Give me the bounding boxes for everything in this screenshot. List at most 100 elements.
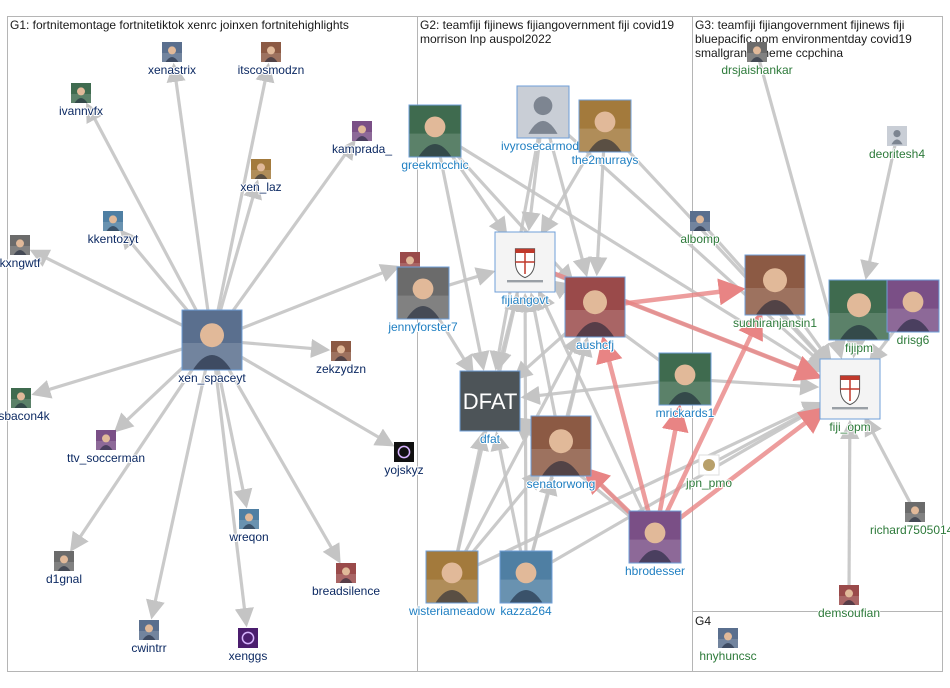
- edge-xen_spaceyt-ivannvfx: [86, 102, 200, 315]
- node-frame: [408, 104, 462, 158]
- edge-jennyforster7-dfat: [435, 314, 474, 375]
- node-hnyhuncsc[interactable]: hnyhuncsc: [698, 628, 758, 664]
- avatar-gamer-icon: [10, 235, 30, 255]
- node-label: deoritesh4: [869, 147, 925, 161]
- node-frame: [530, 415, 592, 477]
- edge-richard75050149-fiji_opm: [864, 416, 912, 504]
- avatar-portrait-icon: [887, 280, 939, 332]
- node-ttv_soccerman[interactable]: ttv_soccerman: [66, 430, 146, 466]
- avatar-photo-icon: [905, 502, 925, 522]
- strong-edge-hbrodesser-mrickards1: [657, 404, 689, 512]
- node-yojskyz[interactable]: yojskyz: [383, 442, 425, 478]
- edge-greekmcchic-dfat: [438, 156, 490, 371]
- edge-greekmcchic-fijiangovt: [448, 151, 508, 237]
- node-d1gnal[interactable]: d1gnal: [45, 551, 83, 587]
- node-xenggs[interactable]: xenggs: [228, 628, 268, 664]
- edge-wisteriameadow-aushcfj: [462, 334, 581, 555]
- avatar-logo-icon: [394, 442, 414, 462]
- edge-the2murrays-fiji_opm: [621, 143, 830, 367]
- edge-demsoufian-fiji_opm: [840, 419, 860, 586]
- edge-ivyrosecarmody-fiji_opm: [561, 128, 828, 369]
- avatar-gamer-icon: [103, 211, 123, 231]
- avatar-gamer-icon: [54, 551, 74, 571]
- node-kxngwtf[interactable]: kxngwtf: [0, 235, 42, 271]
- node-demsoufian[interactable]: demsoufian: [817, 585, 881, 621]
- avatar-gamer-icon: [336, 563, 356, 583]
- node-label: wisteriameadow: [408, 604, 495, 618]
- edge-xen_spaceyt-kamprada_: [228, 139, 356, 317]
- node-ivannvfx[interactable]: ivannvfx: [58, 83, 104, 119]
- avatar-gamer-icon: [71, 83, 91, 103]
- node-layer: xenastrix itscosmodzn ivannvfx kamprada_xen…: [0, 42, 950, 664]
- node-label: the2murrays: [572, 153, 639, 167]
- node-the2murrays[interactable]: the2murrays: [571, 99, 639, 168]
- avatar-portrait-icon: [565, 277, 625, 337]
- node-jpn_pmo[interactable]: jpn_pmo: [684, 454, 733, 491]
- node-albomp[interactable]: albomp: [679, 211, 721, 247]
- node-hbrodesser[interactable]: hbrodesser: [624, 510, 686, 579]
- node-label: kazza264: [500, 604, 552, 618]
- node-label: dfat: [480, 432, 501, 446]
- node-senatorwong[interactable]: senatorwong: [526, 415, 596, 492]
- node-zekzydzn[interactable]: zekzydzn: [315, 341, 367, 377]
- emblem-icon: [698, 454, 720, 476]
- coat-of-arms-icon: [495, 232, 555, 292]
- node-dfat[interactable]: DFAT dfat: [459, 370, 521, 447]
- node-drsjaishankar[interactable]: drsjaishankar: [720, 42, 794, 78]
- node-label: zekzydzn: [316, 362, 366, 376]
- node-wreqon[interactable]: wreqon: [227, 509, 270, 545]
- edge-senatorwong-fijiangovt: [525, 292, 557, 417]
- node-label: kxngwtf: [0, 256, 41, 270]
- node-mrickards1[interactable]: mrickards1: [655, 352, 716, 421]
- node-label: hnyhuncsc: [699, 649, 756, 663]
- node-drisg6[interactable]: drisg6: [886, 279, 940, 348]
- node-label: ttv_soccerman: [67, 451, 145, 465]
- edge-mrickards1-dfat: [520, 380, 660, 405]
- edge-kazza264-fijiangovt: [515, 292, 535, 552]
- edge-fijipm-fiji_opm: [846, 338, 866, 359]
- edge-the2murrays-aushcfj: [588, 151, 608, 277]
- avatar-portrait-icon: [531, 416, 591, 476]
- edge-kazza264-fiji_opm: [547, 404, 824, 566]
- coat-of-arms-icon: [820, 359, 880, 419]
- node-fiji_opm[interactable]: fiji_opm: [819, 358, 881, 435]
- node-fijiangovt[interactable]: fijiangovt: [494, 231, 556, 308]
- edge-xen_spaceyt-wreqon: [216, 369, 253, 509]
- node-kkentozyt[interactable]: kkentozyt: [87, 211, 140, 247]
- avatar-gamer-icon: [261, 42, 281, 62]
- dfat-logo-text: DFAT: [463, 389, 518, 414]
- dfat-logo-icon: DFAT: [460, 371, 520, 431]
- edge-ivyrosecarmody-fijiangovt: [521, 137, 542, 232]
- node-aushcfj[interactable]: aushcfj: [564, 276, 626, 353]
- node-deoritesh4[interactable]: deoritesh4: [868, 126, 926, 162]
- node-xen_spaceyt[interactable]: xen_spaceyt: [177, 309, 247, 386]
- avatar-gamer-icon: [352, 121, 372, 141]
- node-frame: [396, 266, 450, 320]
- node-xen_laz[interactable]: xen_laz: [239, 159, 283, 195]
- node-cwintrr[interactable]: cwintrr: [130, 620, 168, 656]
- node-breadsilence[interactable]: breadsilence: [311, 563, 381, 599]
- edge-xen_spaceyt-breadsilence: [225, 365, 341, 564]
- avatar-painting-icon: [579, 100, 631, 152]
- node-kamprada_[interactable]: kamprada_: [331, 121, 393, 157]
- node-label: senatorwong: [527, 477, 596, 491]
- edge-xen_spaceyt-yojskyz: [237, 353, 395, 447]
- node-kazza264[interactable]: kazza264: [499, 550, 553, 619]
- edge-layer: [29, 61, 912, 628]
- node-sudhiranjansin1[interactable]: sudhiranjansin1: [732, 254, 818, 331]
- node-wisteriameadow[interactable]: wisteriameadow: [407, 550, 496, 619]
- avatar-flowers-icon: [426, 551, 478, 603]
- node-ivyrosecarmody[interactable]: ivyrosecarmody: [500, 85, 586, 154]
- node-frame: [886, 279, 940, 333]
- node-label: itscosmodzn: [238, 63, 305, 77]
- node-jennyforster7[interactable]: jennyforster7: [386, 266, 459, 335]
- edge-drsjaishankar-fiji_opm: [758, 61, 846, 360]
- node-itscosmodzn[interactable]: itscosmodzn: [237, 42, 305, 78]
- node-xenastrix[interactable]: xenastrix: [147, 42, 197, 78]
- node-itsbacon4k[interactable]: itsbacon4k: [0, 388, 52, 424]
- node-frame: [578, 99, 632, 153]
- node-richard75050149[interactable]: richard75050149: [869, 502, 950, 538]
- strong-edge-hbrodesser-senatorwong: [582, 466, 638, 521]
- node-greekmcchic[interactable]: greekmcchic: [400, 104, 470, 173]
- edge-wisteriameadow-fiji_opm: [474, 401, 823, 568]
